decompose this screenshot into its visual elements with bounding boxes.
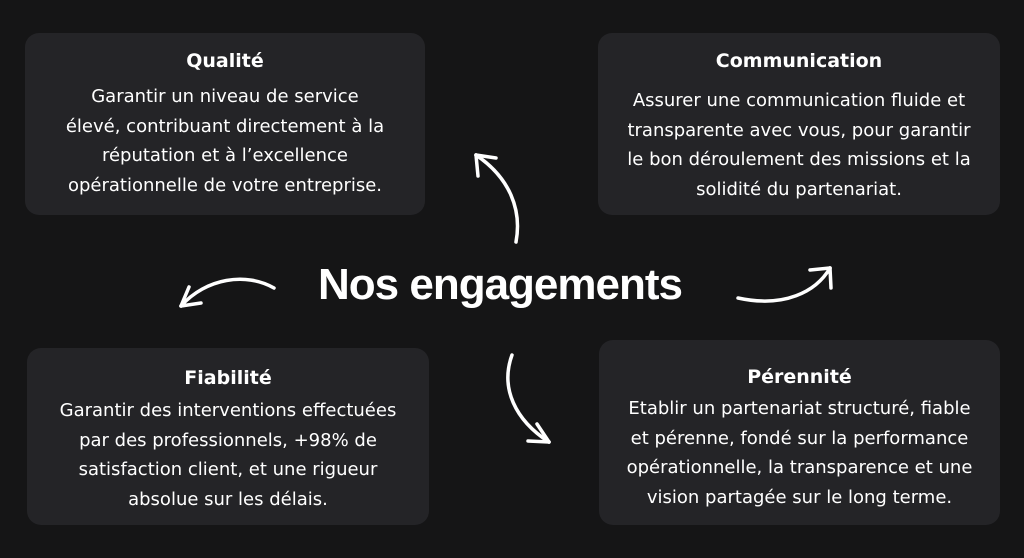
- card-line: et pérenne, fondé sur la performance: [630, 427, 969, 449]
- card-text-qualite: Garantir un niveau de service élevé, con…: [66, 82, 384, 200]
- card-line: satisfaction client, et une rigueur: [78, 459, 378, 480]
- card-text-communication: Assurer une communication fluide et tran…: [627, 86, 970, 204]
- card-line: Assurer une communication fluide et: [632, 90, 966, 111]
- arrow-to-qualite-icon: [474, 153, 520, 244]
- card-line: absolue sur les délais.: [128, 488, 328, 510]
- card-title-perennite: Pérennité: [747, 366, 852, 388]
- card-fiabilite: Fiabilité Garantir des interventions eff…: [27, 348, 429, 525]
- card-line: opérationnelle de votre entreprise.: [67, 174, 383, 196]
- card-line: Garantir des interventions effectuées: [59, 400, 397, 421]
- card-text-fiabilite: Garantir des interventions effectuées pa…: [60, 396, 397, 514]
- card-line: transparente avec vous, pour garantir: [627, 119, 971, 141]
- card-line: par des professionnels, +98% de: [79, 429, 377, 451]
- card-title-communication: Communication: [715, 50, 883, 72]
- card-line: Garantir un niveau de service: [91, 86, 359, 107]
- card-text-perennite: Etablir un partenariat structuré, fiable…: [627, 394, 973, 512]
- card-line: réputation et à l’excellence: [101, 145, 349, 166]
- card-line: opérationnelle, la transparence et une: [626, 457, 973, 478]
- card-perennite: Pérennité Etablir un partenariat structu…: [599, 340, 1000, 525]
- card-communication: Communication Assurer une communication …: [598, 33, 1000, 215]
- arrow-to-perennite-icon: [506, 353, 551, 444]
- card-line: Etablir un partenariat structuré, fiable: [628, 398, 971, 419]
- card-line: solidité du partenariat.: [696, 178, 902, 200]
- card-line: vision partagée sur le long terme.: [646, 486, 953, 508]
- card-line: élevé, contribuant directement à la: [65, 115, 385, 137]
- card-title-qualite: Qualité: [186, 50, 264, 72]
- center-title: Nos engagements: [318, 260, 683, 309]
- card-line: le bon déroulement des missions et la: [627, 149, 971, 170]
- card-qualite: Qualité Garantir un niveau de service él…: [25, 33, 425, 215]
- card-title-fiabilite: Fiabilité: [184, 367, 272, 389]
